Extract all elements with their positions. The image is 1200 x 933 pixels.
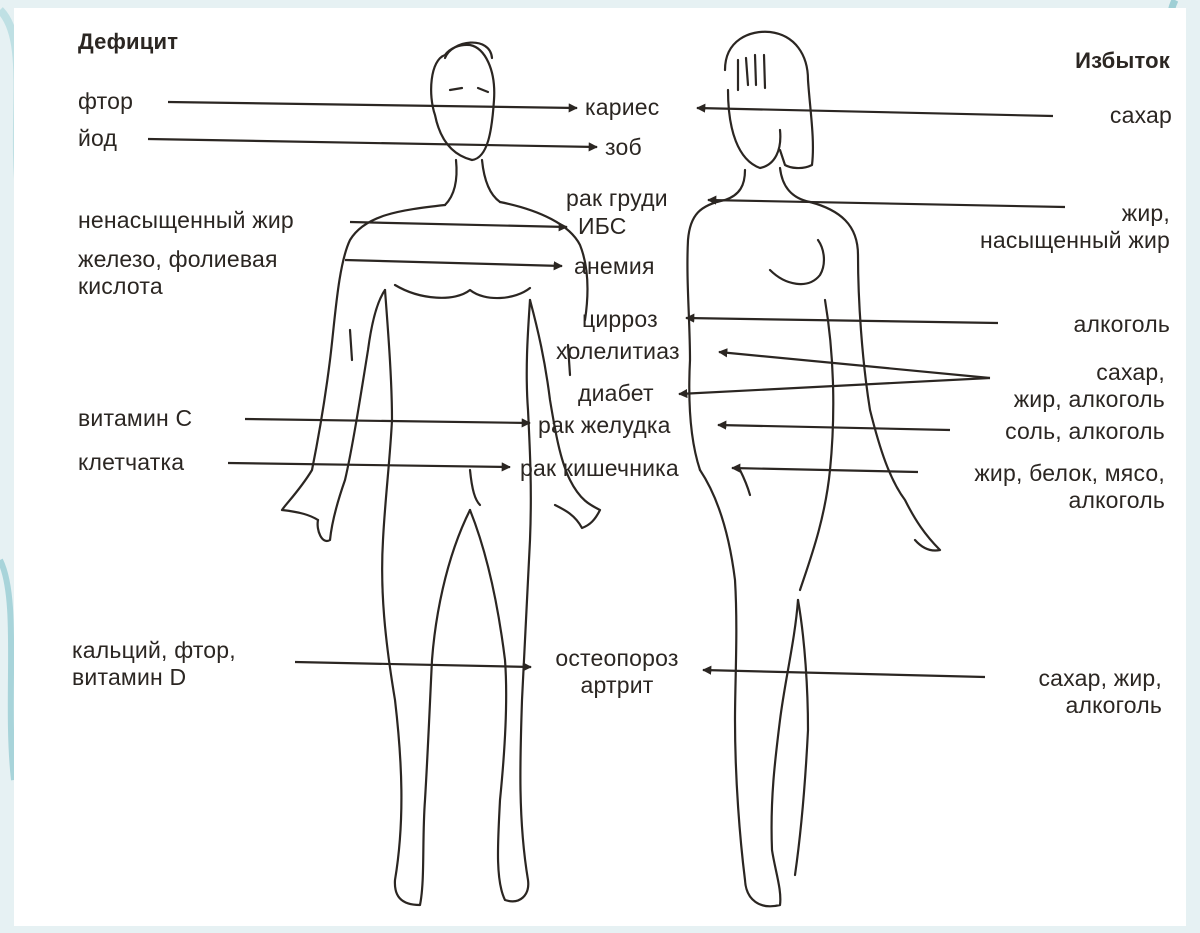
excess-sugar-fat-alcohol-2: сахар, жир, алкоголь xyxy=(1038,665,1162,719)
deficit-iron-folic-acid: железо, фолиевая кислота xyxy=(78,246,278,300)
excess-fat-saturated: жир, насыщенный жир xyxy=(980,200,1170,254)
disease-anemia: анемия xyxy=(574,253,655,280)
disease-stomach-cancer: рак желудка xyxy=(538,412,671,439)
deficit-calcium-fluorine-vitd: кальций, фтор, витамин D xyxy=(72,637,236,691)
deficit-header: Дефицит xyxy=(78,28,178,55)
deficit-vitamin-c: витамин С xyxy=(78,405,192,432)
deficit-fiber: клетчатка xyxy=(78,449,184,476)
excess-alcohol: алкоголь xyxy=(1074,311,1171,338)
disease-osteoporosis-arthritis: остеопороз артрит xyxy=(534,645,700,699)
disease-caries: кариес xyxy=(585,94,660,121)
deficit-iodine: йод xyxy=(78,125,117,152)
disease-cholelithiasis: холелитиаз xyxy=(556,338,680,365)
excess-sugar: сахар xyxy=(1110,102,1172,129)
disease-ihd: ИБС xyxy=(578,213,627,240)
disease-diabetes: диабет xyxy=(578,380,654,407)
arrows-deficit xyxy=(148,102,597,667)
excess-header: Избыток xyxy=(1075,47,1170,74)
disease-goiter: зоб xyxy=(605,134,642,161)
disease-breast-cancer: рак груди xyxy=(566,185,668,212)
excess-salt-alcohol: соль, алкоголь xyxy=(1005,418,1165,445)
excess-sugar-fat-alcohol: сахар, жир, алкоголь xyxy=(1014,359,1165,413)
excess-fat-protein-meat-alcohol: жир, белок, мясо, алкоголь xyxy=(974,460,1165,514)
deficit-fluorine: фтор xyxy=(78,88,133,115)
deficit-unsaturated-fat: ненасыщенный жир xyxy=(78,207,294,234)
disease-colon-cancer: рак кишечника xyxy=(520,455,679,482)
disease-cirrhosis: цирроз xyxy=(582,306,658,333)
